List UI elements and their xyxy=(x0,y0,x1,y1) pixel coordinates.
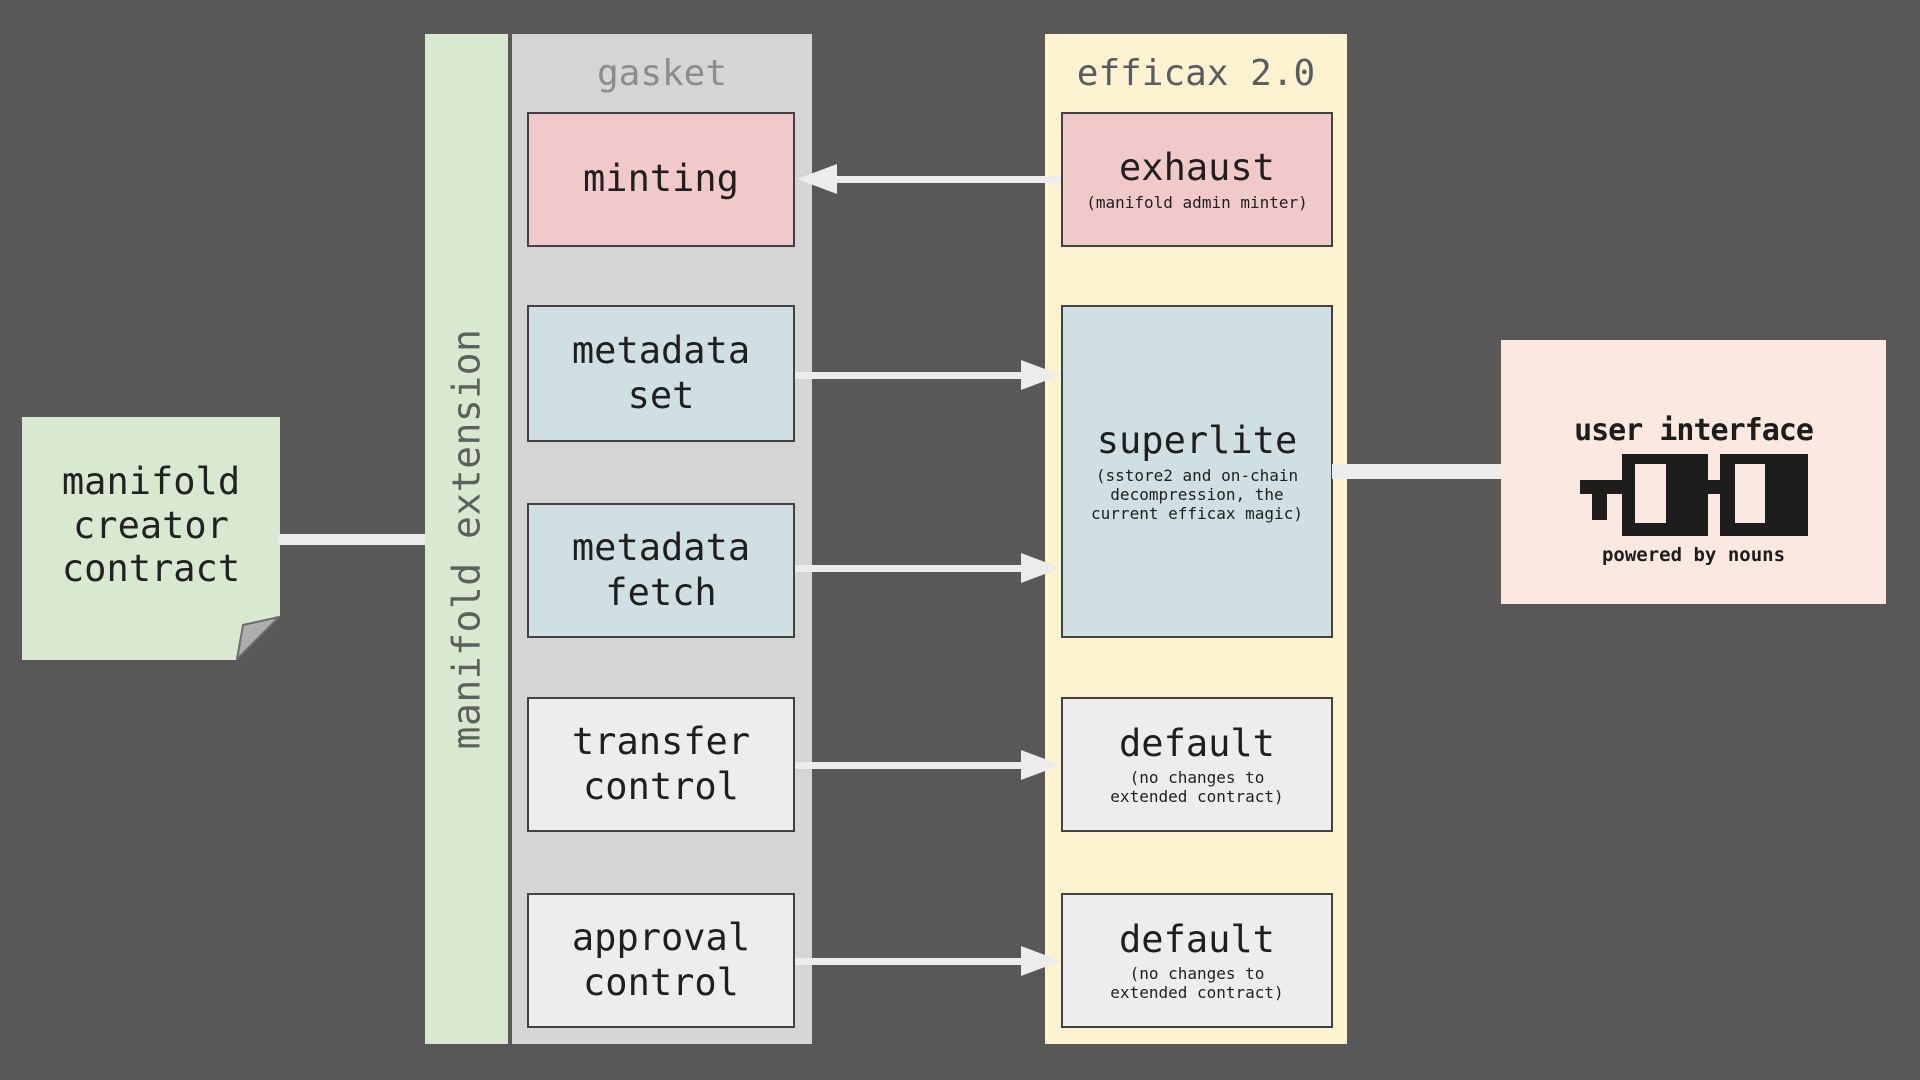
connector-note-to-extension xyxy=(278,534,426,545)
manifold-extension-bar: manifold extension xyxy=(425,34,508,1044)
node-default-transfer-subtitle: (no changes to extended contract) xyxy=(1110,768,1284,807)
arrow-head-left-icon xyxy=(797,164,837,194)
arrow-head-right-icon xyxy=(1021,360,1061,390)
arrow-shaft xyxy=(835,176,1061,183)
node-default-transfer: default (no changes to extended contract… xyxy=(1061,697,1333,832)
node-approval-control: approval control xyxy=(527,893,795,1028)
node-exhaust-label: exhaust xyxy=(1119,146,1275,190)
arrow-approval-control-to-default xyxy=(795,946,1061,976)
nouns-glasses-icon xyxy=(1579,453,1808,536)
node-superlite-label: superlite xyxy=(1096,419,1298,463)
node-default-approval: default (no changes to extended contract… xyxy=(1061,893,1333,1028)
arrow-shaft xyxy=(795,762,1023,769)
note-folded-corner-icon xyxy=(236,616,280,660)
user-interface-title: user interface xyxy=(1574,412,1814,448)
node-metadata-set: metadata set xyxy=(527,305,795,442)
node-minting: minting xyxy=(527,112,795,247)
gasket-column: gasket minting metadata set metadata fet… xyxy=(512,34,812,1044)
arrow-metadata-fetch-to-superlite xyxy=(795,553,1061,583)
node-superlite-subtitle: (sstore2 and on-chain decompression, the… xyxy=(1091,465,1303,523)
manifold-creator-contract-note: manifold creator contract xyxy=(22,417,280,660)
powered-by-nouns-caption: powered by nouns xyxy=(1601,543,1786,566)
efficax-column: efficax 2.0 exhaust (manifold admin mint… xyxy=(1045,34,1347,1044)
node-default-approval-label: default xyxy=(1119,917,1275,961)
gasket-column-title: gasket xyxy=(596,52,728,94)
node-approval-control-label: approval control xyxy=(571,916,751,1004)
node-metadata-fetch: metadata fetch xyxy=(527,503,795,638)
efficax-column-title: efficax 2.0 xyxy=(1076,52,1316,94)
arrow-head-right-icon xyxy=(1021,750,1061,780)
arrow-transfer-control-to-default xyxy=(795,750,1061,780)
node-minting-label: minting xyxy=(583,157,739,201)
arrow-head-right-icon xyxy=(1021,946,1061,976)
node-metadata-fetch-label: metadata fetch xyxy=(571,526,751,614)
arrow-shaft xyxy=(795,958,1023,965)
arrow-metadata-set-to-superlite xyxy=(795,360,1061,390)
user-interface-box: user interface powered by nouns xyxy=(1501,340,1886,604)
note-label: manifold creator contract xyxy=(61,460,241,591)
arrow-head-right-icon xyxy=(1021,553,1061,583)
node-exhaust-subtitle: (manifold admin minter) xyxy=(1086,192,1308,212)
node-metadata-set-label: metadata set xyxy=(571,329,751,417)
node-default-approval-subtitle: (no changes to extended contract) xyxy=(1110,964,1284,1003)
arrow-exhaust-to-minting xyxy=(797,164,1061,194)
arrow-shaft xyxy=(795,565,1023,572)
node-default-transfer-label: default xyxy=(1119,721,1275,765)
manifold-extension-label: manifold extension xyxy=(444,328,489,750)
node-superlite: superlite (sstore2 and on-chain decompre… xyxy=(1061,305,1333,638)
arrow-shaft xyxy=(795,372,1023,379)
node-transfer-control: transfer control xyxy=(527,697,795,832)
node-transfer-control-label: transfer control xyxy=(571,720,751,808)
connector-superlite-to-ui xyxy=(1332,464,1501,479)
node-exhaust: exhaust (manifold admin minter) xyxy=(1061,112,1333,247)
